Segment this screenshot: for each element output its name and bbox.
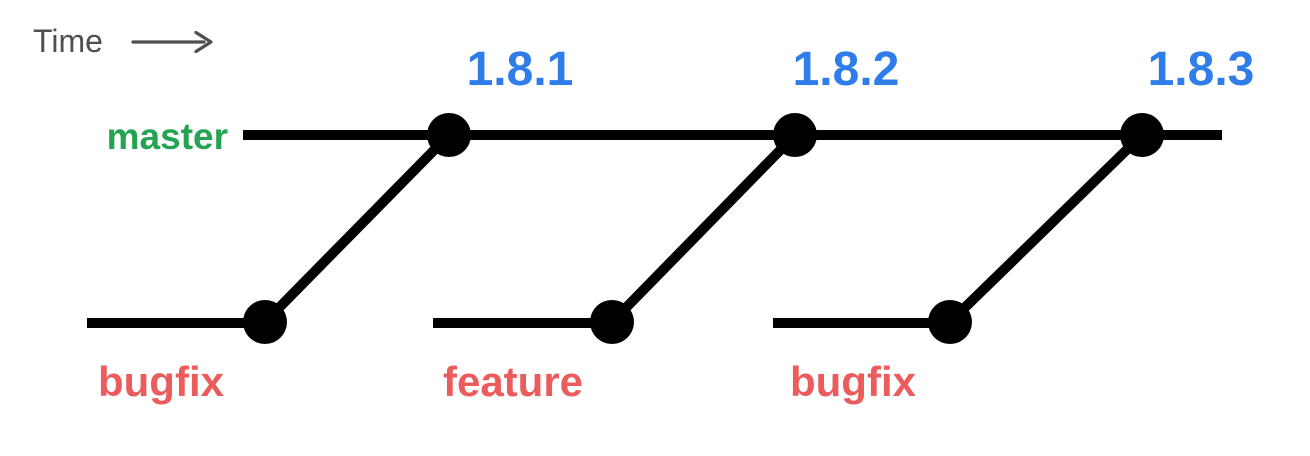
time-arrowhead-icon (194, 30, 213, 54)
commit-dot-bugfix-1 (243, 300, 287, 344)
branch-label-bugfix-2: bugfix (790, 358, 917, 405)
merge-line-bugfix-2-to-183 (946, 131, 1146, 326)
commit-dot-feature (590, 300, 634, 344)
time-label: Time (33, 23, 103, 59)
release-commit-dot-183 (1120, 113, 1164, 157)
master-branch-label: master (107, 116, 228, 157)
branch-label-bugfix-1: bugfix (98, 358, 225, 405)
release-label-182: 1.8.2 (793, 43, 900, 96)
release-label-183: 1.8.3 (1148, 43, 1255, 96)
merge-line-bugfix-1-to-181 (261, 131, 453, 326)
commit-dot-bugfix-2 (928, 300, 972, 344)
merge-line-feature-to-182 (608, 131, 799, 326)
release-label-181: 1.8.1 (467, 43, 574, 96)
time-indicator: Time (33, 23, 213, 59)
release-commit-dot-181 (427, 113, 471, 157)
branch-label-feature: feature (443, 358, 583, 405)
release-commit-dot-182 (773, 113, 817, 157)
